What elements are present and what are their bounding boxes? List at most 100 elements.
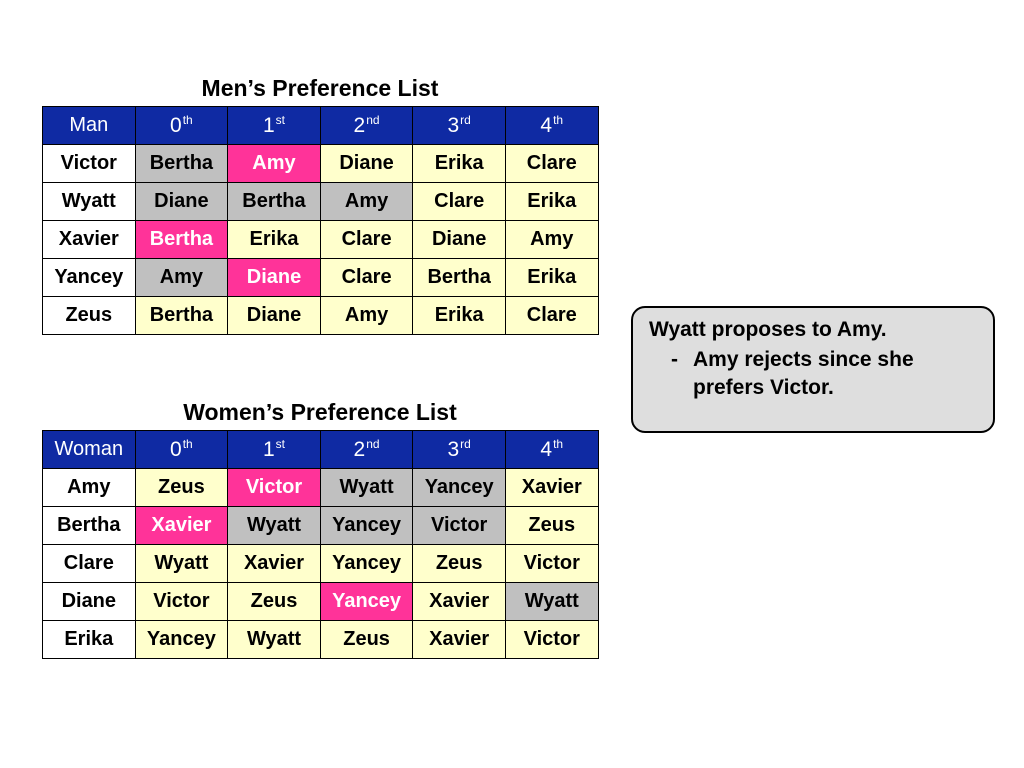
preference-cell: Yancey xyxy=(412,468,506,507)
rank-number: 1 xyxy=(262,437,275,461)
row-name: Zeus xyxy=(42,296,136,335)
header-rank: 2nd xyxy=(319,430,414,469)
row-name: Wyatt xyxy=(42,182,136,221)
preference-cell: Bertha xyxy=(134,220,229,259)
women-preference-title: Women’s Preference List xyxy=(183,399,457,425)
preference-cell: Xavier xyxy=(504,468,599,507)
preference-cell: Wyatt xyxy=(319,468,414,507)
preference-cell: Wyatt xyxy=(227,506,321,545)
preference-cell: Amy xyxy=(319,296,414,335)
rank-suffix: th xyxy=(182,112,193,127)
header-rank: 0th xyxy=(134,106,229,145)
preference-cell: Bertha xyxy=(134,144,229,183)
preference-cell: Xavier xyxy=(412,620,506,659)
preference-cell: Wyatt xyxy=(504,582,599,621)
preference-cell: Amy xyxy=(134,258,229,297)
preference-cell: Amy xyxy=(319,182,414,221)
callout-line-proposal: Wyatt proposes to Amy. xyxy=(649,318,887,341)
header-man: Man xyxy=(42,106,136,145)
preference-cell: Erika xyxy=(227,220,321,259)
preference-cell: Clare xyxy=(319,220,414,259)
preference-cell: Clare xyxy=(412,182,506,221)
rank-number: 0 xyxy=(170,113,182,137)
rank-number: 3 xyxy=(447,113,460,137)
preference-cell: Victor xyxy=(412,506,506,545)
header-rank: 1st xyxy=(227,106,321,145)
row-name: Clare xyxy=(42,544,136,583)
preference-cell: Erika xyxy=(504,258,599,297)
rank-suffix: rd xyxy=(460,436,471,451)
men-preference-title: Men’s Preference List xyxy=(201,75,439,101)
preference-cell: Bertha xyxy=(412,258,506,297)
header-rank: 0th xyxy=(134,430,229,469)
preference-cell: Erika xyxy=(412,296,506,335)
row-name: Amy xyxy=(42,468,136,507)
header-rank: 4th xyxy=(504,106,599,145)
rank-suffix: th xyxy=(553,436,564,451)
preference-cell: Victor xyxy=(134,582,229,621)
preference-cell: Victor xyxy=(227,468,321,507)
rank-suffix: nd xyxy=(366,436,380,451)
row-name: Erika xyxy=(42,620,136,659)
preference-cell: Zeus xyxy=(134,468,229,507)
preference-cell: Zeus xyxy=(412,544,506,583)
preference-cell: Diane xyxy=(227,258,321,297)
rank-number: 0 xyxy=(170,437,182,461)
row-name: Diane xyxy=(42,582,136,621)
preference-cell: Bertha xyxy=(134,296,229,335)
callout-sub-bullet: - Amy rejects since she prefers Victor. xyxy=(649,346,977,402)
explanation-callout: Wyatt proposes to Amy. - Amy rejects sin… xyxy=(631,306,995,433)
preference-cell: Diane xyxy=(412,220,506,259)
rank-number: 4 xyxy=(540,437,553,461)
preference-cell: Yancey xyxy=(319,582,414,621)
row-name: Bertha xyxy=(42,506,136,545)
men-table-header: Man 0th 1st 2nd 3rd 4th xyxy=(42,106,599,145)
preference-cell: Wyatt xyxy=(134,544,229,583)
preference-cell: Victor xyxy=(504,544,599,583)
header-rank: 2nd xyxy=(319,106,414,145)
header-rank: 3rd xyxy=(412,106,506,145)
preference-cell: Xavier xyxy=(134,506,229,545)
preference-cell: Bertha xyxy=(227,182,321,221)
header-rank: 4th xyxy=(504,430,599,469)
rank-suffix: nd xyxy=(366,112,380,127)
women-table-header: Woman 0th 1st 2nd 3rd 4th xyxy=(42,430,599,469)
row-name: Victor xyxy=(42,144,136,183)
preference-cell: Clare xyxy=(504,296,599,335)
header-rank: 3rd xyxy=(412,430,506,469)
preference-cell: Clare xyxy=(504,144,599,183)
rank-suffix: st xyxy=(275,112,285,127)
preference-cell: Amy xyxy=(504,220,599,259)
preference-cell: Yancey xyxy=(319,506,414,545)
header-row: Woman 0th 1st 2nd 3rd 4th xyxy=(42,430,599,469)
rank-suffix: th xyxy=(553,112,564,127)
rank-suffix: st xyxy=(275,436,285,451)
rank-number: 3 xyxy=(447,437,460,461)
preference-cell: Zeus xyxy=(504,506,599,545)
preference-cell: Clare xyxy=(319,258,414,297)
rank-number: 2 xyxy=(353,437,366,461)
rank-number: 4 xyxy=(540,113,553,137)
header-rank: 1st xyxy=(227,430,321,469)
preference-cell: Zeus xyxy=(319,620,414,659)
rank-suffix: th xyxy=(182,436,193,451)
preference-cell: Erika xyxy=(412,144,506,183)
preference-cell: Yancey xyxy=(319,544,414,583)
rank-number: 1 xyxy=(262,113,275,137)
preference-cell: Wyatt xyxy=(227,620,321,659)
row-name: Yancey xyxy=(42,258,136,297)
header-woman: Woman xyxy=(42,430,136,469)
preference-cell: Amy xyxy=(227,144,321,183)
